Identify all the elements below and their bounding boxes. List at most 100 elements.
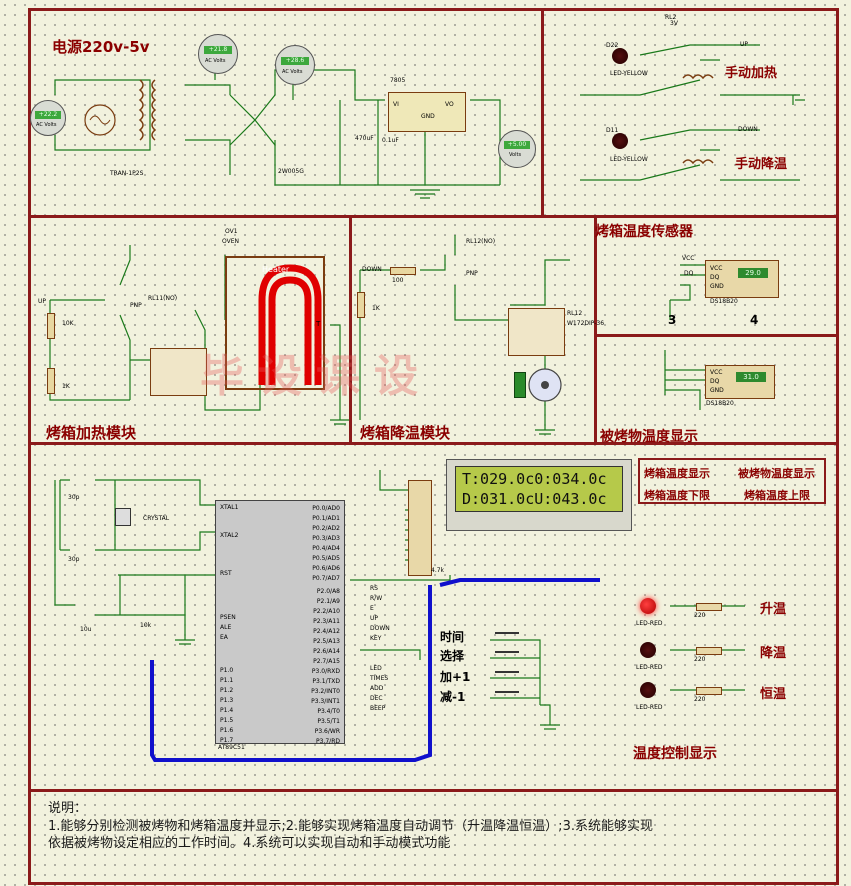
key-select-label: 选择 bbox=[440, 649, 465, 663]
rl12-label: RL12 bbox=[567, 310, 583, 317]
legend-box: 烤箱温度显示 被烤物温度显示 烤箱温度下限 烤箱温度上限 bbox=[638, 458, 826, 504]
p2-pin-1: P2.1/A9 bbox=[316, 598, 340, 605]
lcd-line1: T:029.0c0:034.0c bbox=[462, 470, 607, 488]
pin-rst: RST bbox=[220, 570, 232, 577]
key-sub-button[interactable] bbox=[495, 691, 519, 701]
p3-net-3: ADD bbox=[370, 685, 384, 692]
lcd-screen: T:029.0c0:034.0c D:031.0cU:043.0c bbox=[455, 466, 623, 512]
p3-net-4: DEC bbox=[370, 695, 383, 702]
heater-r1-label: 10K bbox=[62, 320, 74, 327]
sensor1-vcc: VCC bbox=[710, 265, 723, 272]
sensor1-gnd: GND bbox=[710, 283, 724, 290]
ac-voltmeter-right: +28.6 AC Volts bbox=[275, 45, 315, 85]
rst-resistor-label: 10k bbox=[140, 622, 152, 629]
lcd-frame: T:029.0c0:034.0c D:031.0cU:043.0c bbox=[446, 459, 632, 531]
title-manual-heat: 手动加热 bbox=[725, 66, 778, 81]
p1-pin-2: P1.2 bbox=[220, 687, 234, 694]
p0-pin-2: P0.2/AD2 bbox=[312, 525, 340, 532]
p2-net-1: R/W bbox=[370, 595, 383, 602]
c3-label: 10u bbox=[80, 626, 92, 633]
pin-ea: EA bbox=[220, 634, 228, 641]
sensor2: VCC DQ GND 31.0 bbox=[705, 365, 775, 399]
sensor1-vcc-pin: VCC bbox=[682, 255, 695, 262]
cooler-relay bbox=[508, 308, 565, 356]
sensor1-dq: DQ bbox=[710, 274, 720, 281]
heater-element bbox=[258, 264, 322, 385]
ac-voltmeter-mid: +21.8 AC Volts bbox=[198, 34, 238, 74]
p1-pin-5: P1.5 bbox=[220, 717, 234, 724]
led-down-type: LED-RED bbox=[636, 664, 663, 671]
reg-vi: VI bbox=[393, 101, 399, 108]
p2-net-3: UP bbox=[370, 615, 379, 622]
transformer-label: TRAN-1P2S bbox=[110, 170, 144, 177]
p3-pin-1: P3.1/TXD bbox=[312, 678, 340, 685]
led-yellow-1-label: LED-YELLOW bbox=[610, 70, 648, 77]
description-section bbox=[28, 789, 839, 885]
regulator-label: 7805 bbox=[390, 77, 406, 84]
p2-pin-5: P2.5/A13 bbox=[313, 638, 340, 645]
pin-ale: ALE bbox=[220, 624, 232, 631]
oven-ref: OV1 bbox=[225, 228, 238, 235]
p2-pin-7: P2.7/A15 bbox=[313, 658, 340, 665]
p3-net-5: BEEP bbox=[370, 705, 386, 712]
watermark: 毕设课设 bbox=[200, 351, 432, 402]
description-line1: 1.能够分别检测被烤物和烤箱温度并显示;2.能够实现烤箱温度自动调节（升温降温恒… bbox=[48, 819, 653, 834]
cap2-label: 0.1uF bbox=[382, 137, 399, 144]
p3-pin-2: P3.2/INT0 bbox=[311, 688, 340, 695]
p0-pin-4: P0.4/AD4 bbox=[312, 545, 340, 552]
p0-pin-7: P0.7/AD7 bbox=[312, 575, 340, 582]
led-hold-r: 220 bbox=[694, 696, 706, 703]
rl11-label: RL11(NO) bbox=[148, 295, 178, 302]
title-heating: 烤箱加热模块 bbox=[46, 424, 137, 442]
p2-pin-6: P2.6/A14 bbox=[313, 648, 340, 655]
meter-ac-mid-value: +21.8 bbox=[204, 46, 232, 54]
key-add-button[interactable] bbox=[495, 671, 519, 681]
led-yellow-2-label: LED-YELLOW bbox=[610, 156, 648, 163]
sensor1-reading: 29.0 bbox=[738, 268, 768, 278]
p2-pin-2: P2.2/A10 bbox=[313, 608, 340, 615]
p2-net-0: RS bbox=[370, 585, 378, 592]
heater-relay bbox=[150, 348, 207, 396]
key-sub-label: 减-1 bbox=[440, 690, 466, 704]
crystal bbox=[115, 508, 131, 526]
sensor1-pin3: 3 bbox=[668, 313, 677, 327]
legend-food-temp: 被烤物温度显示 bbox=[738, 467, 815, 480]
rl2-voltage: 3V bbox=[670, 20, 678, 27]
heater-r2 bbox=[47, 368, 55, 394]
meter-ac-right-value: +28.6 bbox=[281, 57, 309, 65]
meter-dc-value: +5.00 bbox=[504, 141, 530, 149]
led-down-label: 降温 bbox=[760, 646, 787, 661]
meter-ac-left-value: +22.2 bbox=[35, 111, 61, 119]
reg-gnd: GND bbox=[421, 113, 435, 120]
oven-type: OVEN bbox=[222, 238, 240, 245]
title-food-temp: 被烤物温度显示 bbox=[600, 429, 698, 445]
sensor1-part: DS18B20 bbox=[710, 298, 738, 305]
p3-pin-5: P3.5/T1 bbox=[317, 718, 340, 725]
key-select-button[interactable] bbox=[495, 651, 519, 661]
crystal-label: CRYSTAL bbox=[143, 515, 170, 522]
meter-dc-unit: Volts bbox=[509, 152, 522, 158]
dc-voltmeter: +5.00 Volts bbox=[498, 130, 536, 168]
sensor1: VCC DQ GND 29.0 bbox=[705, 260, 779, 298]
led-up-r: 220 bbox=[694, 612, 706, 619]
key-add-label: 加+1 bbox=[440, 670, 471, 684]
led-hold-type: LED-RED bbox=[636, 704, 663, 711]
p2-pin-4: P2.4/A12 bbox=[313, 628, 340, 635]
cooler-r bbox=[357, 292, 365, 318]
description-line2: 依据被烤物设定相应的工作时间。4.系统可以实现自动和手动模式功能 bbox=[48, 836, 451, 851]
meter-ac-right-unit: AC Volts bbox=[282, 69, 303, 75]
cap1-label: 470uF bbox=[355, 135, 374, 142]
p2-net-2: E bbox=[370, 605, 374, 612]
mcu-name: AT89C51 bbox=[218, 744, 245, 751]
key-time-button[interactable] bbox=[495, 632, 519, 642]
d22-label: D22 bbox=[606, 42, 619, 49]
meter-ac-left-unit: AC Volts bbox=[36, 122, 57, 128]
down-net: DOWN bbox=[738, 126, 758, 133]
legend-oven-low: 烤箱温度下限 bbox=[644, 489, 710, 502]
led-down-resistor bbox=[696, 647, 722, 655]
